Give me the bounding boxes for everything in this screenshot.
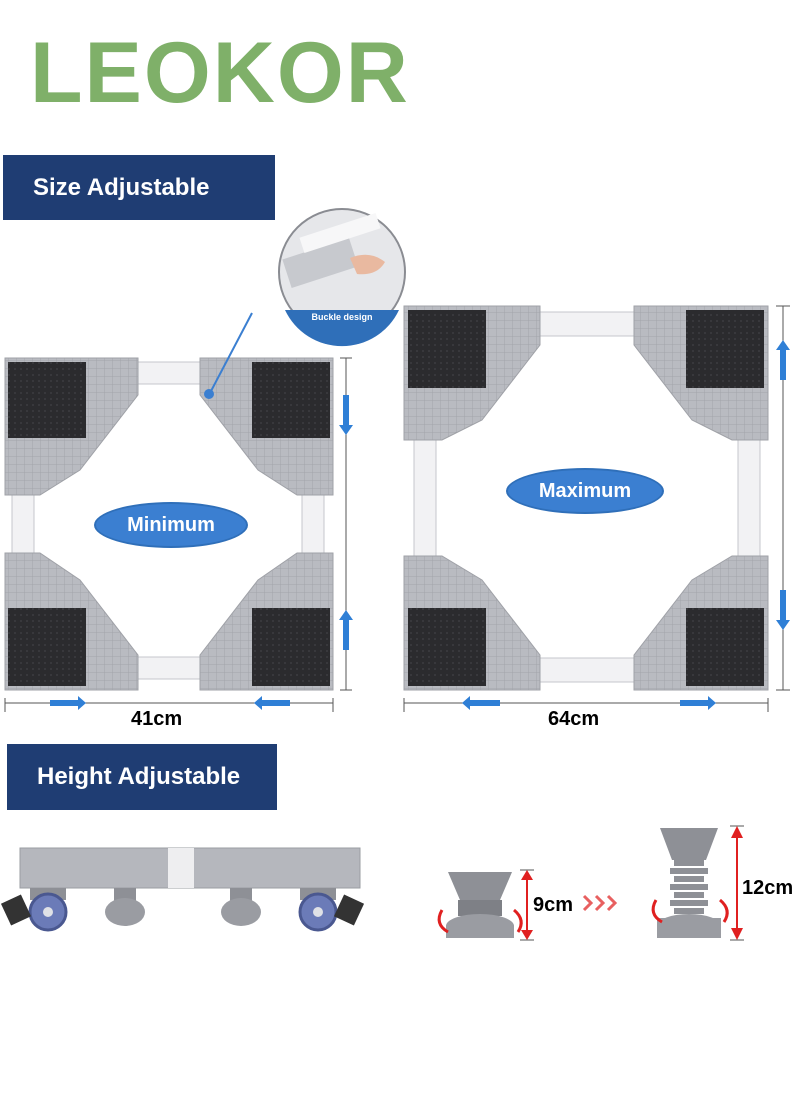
- chevron-arrows: [582, 894, 618, 912]
- minimum-pill: Minimum: [94, 502, 248, 548]
- maximum-pill: Maximum: [506, 468, 664, 514]
- minimum-label: Minimum: [127, 513, 215, 536]
- minimum-frame: [4, 357, 334, 691]
- short-foot-height-label: 9cm: [533, 894, 574, 916]
- short-foot: [437, 872, 523, 938]
- height-adjustable-title: Height Adjustable: [37, 763, 241, 790]
- buckle-design-label: Buckle design: [311, 312, 373, 322]
- height-adjustable-banner: Height Adjustable: [7, 744, 277, 810]
- buckle-callout: [204, 208, 406, 399]
- short-foot-height-arrow: [520, 869, 534, 941]
- size-adjustable-banner: Size Adjustable: [3, 155, 275, 220]
- size-adjustable-title: Size Adjustable: [33, 173, 210, 201]
- maximum-label: Maximum: [538, 479, 632, 502]
- maximum-width-label: 64cm: [548, 708, 600, 730]
- size-adjust-arrows: [50, 340, 790, 710]
- tall-foot: [651, 828, 729, 938]
- tall-foot-height-arrow: [730, 825, 744, 941]
- minimum-width-label: 41cm: [131, 708, 183, 730]
- tall-foot-height-label: 12cm: [742, 877, 794, 899]
- brand-logo: LEOKOR: [30, 25, 410, 121]
- maximum-frame: [403, 305, 769, 691]
- cart-illustration: [0, 847, 365, 932]
